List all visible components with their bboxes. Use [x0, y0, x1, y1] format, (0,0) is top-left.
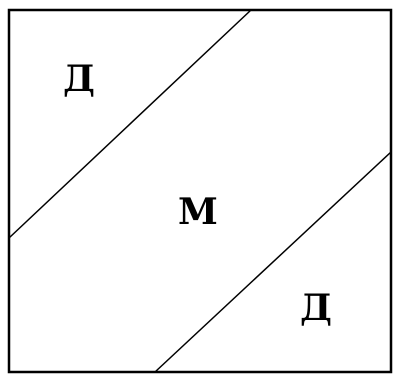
outer-square	[7, 8, 393, 374]
label-bottom-right-region: Д	[300, 287, 332, 329]
label-center-region: М	[178, 191, 218, 233]
label-top-left-region: Д	[63, 58, 95, 100]
lower-diagonal-line	[154, 151, 392, 373]
upper-diagonal-line	[8, 9, 252, 239]
